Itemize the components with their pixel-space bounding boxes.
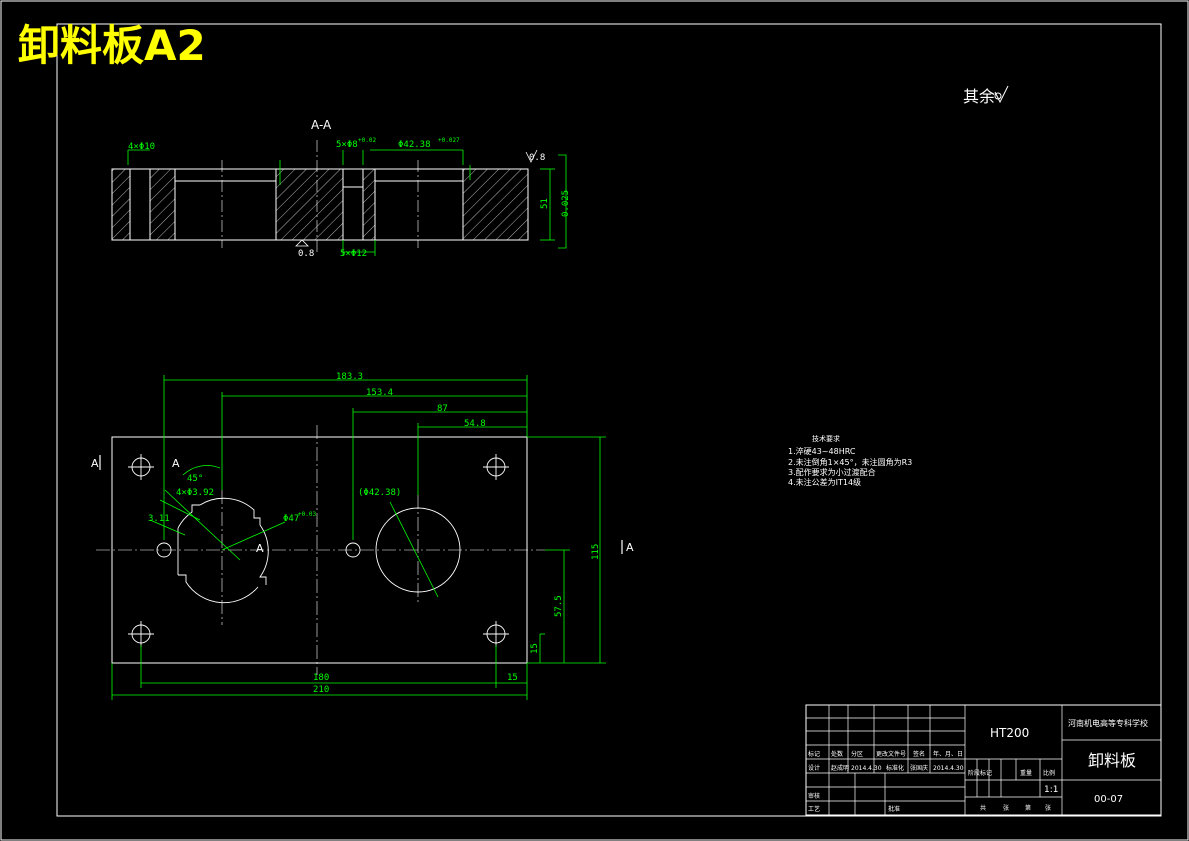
dim-holes-mid-top-tol: +0.02 <box>358 137 376 144</box>
design-label: 设计 <box>808 764 820 772</box>
section-mark-right: A <box>626 541 634 554</box>
row-label: 更改文件号 <box>876 750 906 758</box>
dim-d3: 87 <box>437 404 448 414</box>
dim-edge-right: 15 <box>507 673 518 683</box>
counterbore-left <box>174 168 277 182</box>
section-hatch-mid2 <box>362 168 376 241</box>
roughness-symbol-icon <box>994 85 1009 104</box>
bore-hole-left <box>129 168 151 241</box>
weight-label: 重量 <box>1020 769 1032 777</box>
approve-label: 批准 <box>888 805 900 813</box>
dim-half-height: 57.5 <box>554 595 564 617</box>
dim-thickness: 51 <box>540 198 550 209</box>
dim-parallel: 0.025 <box>561 190 571 217</box>
dim-bore-top-tol: +0.027 <box>438 137 460 144</box>
dim-holes-small: 4×Φ3.92 <box>176 488 214 498</box>
dim-d2: 153.4 <box>366 388 393 398</box>
roughness-note: 其余 <box>963 87 995 106</box>
dim-width: 210 <box>313 685 329 695</box>
row-label: 分区 <box>851 750 863 758</box>
drawing-number: 00-07 <box>1094 794 1123 805</box>
row-label: 标记 <box>808 750 820 758</box>
note-item: 2.未注倒角1×45°，未注圆角为R3 <box>788 457 912 467</box>
dim-bore-left-tol: +0.03 <box>298 511 316 518</box>
section-view: A-A <box>111 118 571 259</box>
scale-label: 比例 <box>1043 769 1055 777</box>
roughness-right-icon <box>525 149 538 163</box>
technical-notes: 技术要求 1.淬硬43~48HRC 2.未注倒角1×45°，未注圆角为R3 3.… <box>788 434 912 487</box>
section-hatch-left2 <box>149 168 176 241</box>
roughness-bottom: 0.8 <box>298 249 314 259</box>
row-label: 签名 <box>913 750 925 758</box>
inner-frame <box>56 23 1162 817</box>
section-hatch-right <box>462 168 529 241</box>
dim-edge: 15 <box>530 643 540 654</box>
drawing-title: 卸料板A2 <box>18 21 206 70</box>
sheet-label: 张 <box>1003 804 1009 812</box>
section-hatch-middle <box>275 168 344 241</box>
sheet-label: 第 <box>1025 804 1031 812</box>
section-hatch-left <box>111 168 131 241</box>
note-item: 3.配作要求为小过渡配合 <box>788 467 876 477</box>
section-mark-center: A <box>256 542 264 555</box>
row-label: 处数 <box>831 750 843 758</box>
dim-bore-left: Φ47 <box>283 514 299 524</box>
dim-d4: 54.8 <box>464 419 486 429</box>
part-name: 卸料板 <box>1088 751 1136 770</box>
check-date: 2014.4.30 <box>933 765 964 772</box>
note-item: 1.淬硬43~48HRC <box>788 446 856 456</box>
sheet-label: 张 <box>1045 804 1051 812</box>
notes-heading: 技术要求 <box>812 434 840 443</box>
scale: 1:1 <box>1044 785 1058 795</box>
design-date: 2014.4.30 <box>851 765 882 772</box>
section-mark-left2: A <box>172 457 180 470</box>
plan-view: 183.3 153.4 87 54.8 45° 4×Φ3.92 3.11 Φ47… <box>91 372 634 700</box>
dim-offset: 3.11 <box>148 514 170 524</box>
dim-holes-mid-bottom: 5×Φ12 <box>340 249 367 259</box>
dim-angle: 45° <box>187 474 203 484</box>
review-label: 审核 <box>808 792 820 800</box>
dim-bore-top: Φ42.38 <box>398 140 431 150</box>
note-item: 4.未注公差为IT14级 <box>788 477 861 487</box>
process-label: 工艺 <box>808 805 820 813</box>
dim-d1: 183.3 <box>336 372 363 382</box>
row-label: 年、月、日 <box>933 750 963 758</box>
school-name: 河南机电高等专科学校 <box>1068 718 1148 728</box>
counterbore-mid <box>342 168 364 188</box>
designer-name: 赵成明 <box>831 764 849 772</box>
standardize-label: 标准化 <box>886 764 904 772</box>
dim-bore-right: (Φ42.38) <box>358 488 401 498</box>
material: HT200 <box>990 726 1029 740</box>
dim-height: 115 <box>591 544 601 560</box>
roughness-circle-icon <box>994 92 1002 100</box>
section-mark-left: A <box>91 457 99 470</box>
title-block: HT200 河南机电高等专科学校 卸料板 00-07 1:1 标记 处数 分区 … <box>805 704 1162 816</box>
counterbore-right <box>374 168 464 182</box>
roughness-bottom-icon <box>295 239 309 247</box>
dim-pitch: 180 <box>313 673 329 683</box>
dim-holes-left: 4×Φ10 <box>128 142 155 152</box>
checker-name: 张国庆 <box>910 764 928 772</box>
roughness-right: 0.8 <box>529 153 545 163</box>
stage-label: 阶段标记 <box>968 769 992 777</box>
section-label: A-A <box>311 118 332 132</box>
dim-holes-mid-top: 5×Φ8 <box>336 140 358 150</box>
sheet-label: 共 <box>980 804 986 812</box>
